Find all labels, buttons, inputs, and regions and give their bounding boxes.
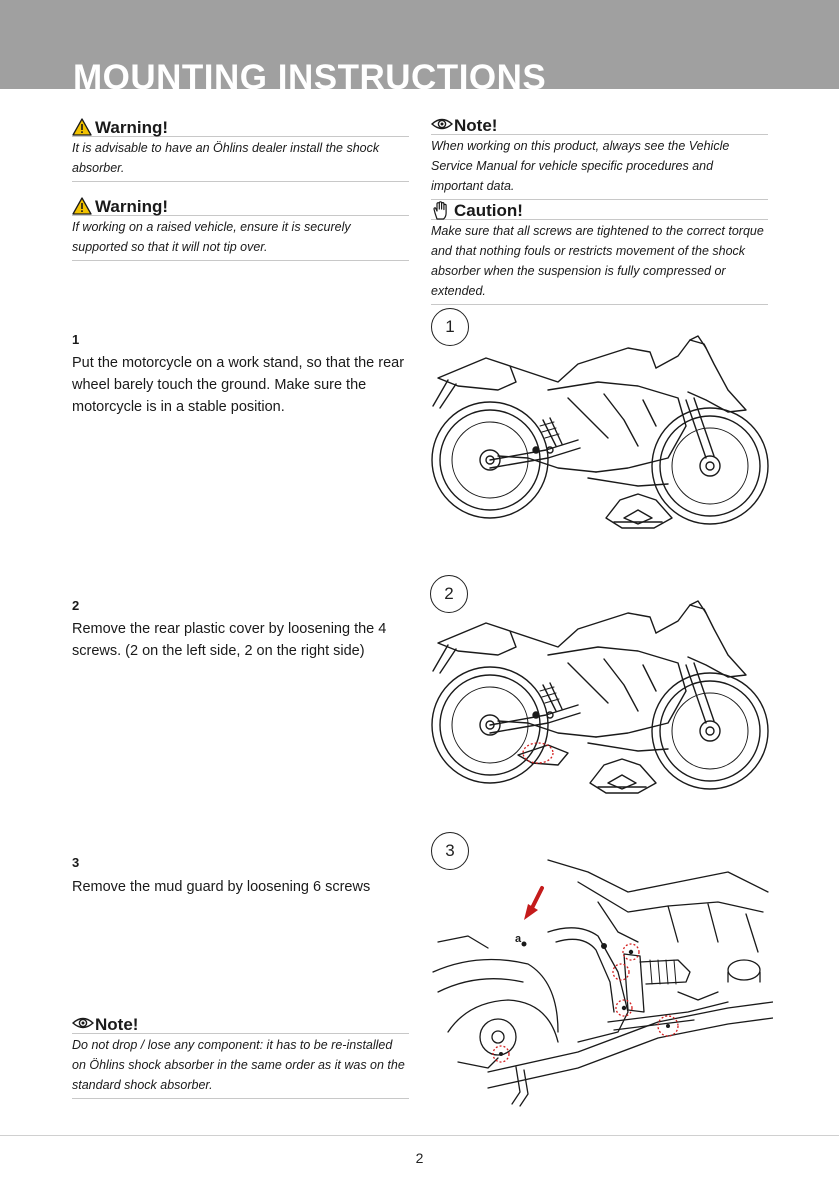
header-band: MOUNTING INSTRUCTIONS bbox=[0, 0, 839, 89]
figure-number-badge: 3 bbox=[431, 832, 469, 870]
step-number: 3 bbox=[72, 855, 80, 870]
warning-box-1: Warning! It is advisable to have an Öhli… bbox=[72, 118, 409, 182]
figure-number-badge: 1 bbox=[431, 308, 469, 346]
figure-2-rear-cover-screws: 2 bbox=[428, 575, 773, 800]
note-box-1: Note! When working on this product, alwa… bbox=[431, 116, 768, 200]
step-text: Remove the mud guard by loosening 6 scre… bbox=[72, 879, 371, 895]
highlight-circle bbox=[522, 742, 554, 764]
note-text: When working on this product, always see… bbox=[431, 135, 768, 200]
caution-box: Caution! Make sure that all screws are t… bbox=[431, 201, 768, 305]
warning-text: It is advisable to have an Öhlins dealer… bbox=[72, 137, 409, 182]
highlight-circle bbox=[492, 943, 679, 1063]
figure-1-motorcycle-on-stand: 1 bbox=[428, 308, 773, 538]
eye-icon bbox=[431, 116, 453, 134]
warning-triangle-icon bbox=[72, 197, 92, 215]
figure-callout-label: a bbox=[515, 933, 522, 945]
note-label: Note! bbox=[454, 115, 498, 135]
motorcycle-illustration bbox=[431, 600, 769, 794]
warning-text: If working on a raised vehicle, ensure i… bbox=[72, 216, 409, 261]
warning-box-2: Warning! If working on a raised vehicle,… bbox=[72, 197, 409, 261]
note-box-2: Note! Do not drop / lose any component: … bbox=[72, 1015, 409, 1099]
warning-label: Warning! bbox=[95, 196, 169, 216]
step-number: 2 bbox=[72, 598, 80, 613]
figure-3-mud-guard-screws: a 3 bbox=[428, 832, 774, 1112]
eye-icon bbox=[72, 1015, 94, 1033]
step-text: Remove the rear plastic cover by looseni… bbox=[72, 621, 387, 659]
warning-label: Warning! bbox=[95, 117, 169, 137]
hand-icon bbox=[431, 201, 451, 220]
step-number: 1 bbox=[72, 332, 80, 347]
caution-text: Make sure that all screws are tightened … bbox=[431, 220, 768, 305]
page-number: 2 bbox=[415, 1150, 424, 1166]
step-text: Put the motorcycle on a work stand, so t… bbox=[72, 355, 405, 415]
footer-divider bbox=[0, 1135, 839, 1136]
page-title: MOUNTING INSTRUCTIONS bbox=[73, 58, 547, 89]
motorcycle-illustration bbox=[431, 335, 769, 529]
warning-triangle-icon bbox=[72, 118, 92, 136]
note-text: Do not drop / lose any component: it has… bbox=[72, 1034, 409, 1099]
mudguard-closeup-illustration bbox=[432, 859, 774, 1107]
caution-label: Caution! bbox=[454, 200, 523, 220]
note-label: Note! bbox=[95, 1014, 139, 1034]
figure-number-badge: 2 bbox=[430, 575, 468, 613]
